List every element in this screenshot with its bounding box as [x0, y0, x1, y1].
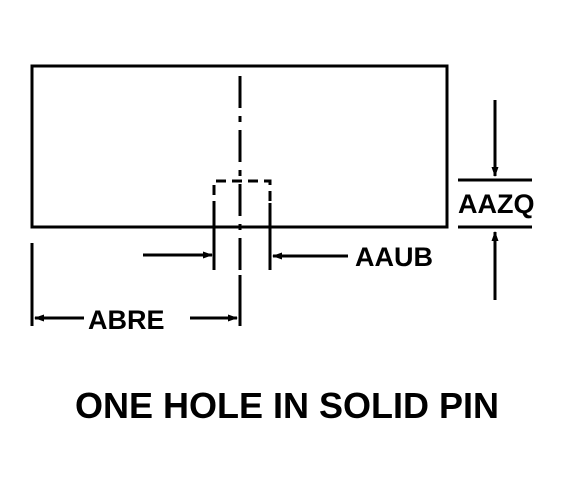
- hole-position-label: ABRE: [88, 305, 165, 335]
- hole-diameter-label: AAUB: [355, 242, 433, 272]
- hole-depth-label: AAZQ: [458, 189, 535, 219]
- hole-hidden-outline: [212, 179, 272, 227]
- diagram-caption: ONE HOLE IN SOLID PIN: [75, 385, 499, 426]
